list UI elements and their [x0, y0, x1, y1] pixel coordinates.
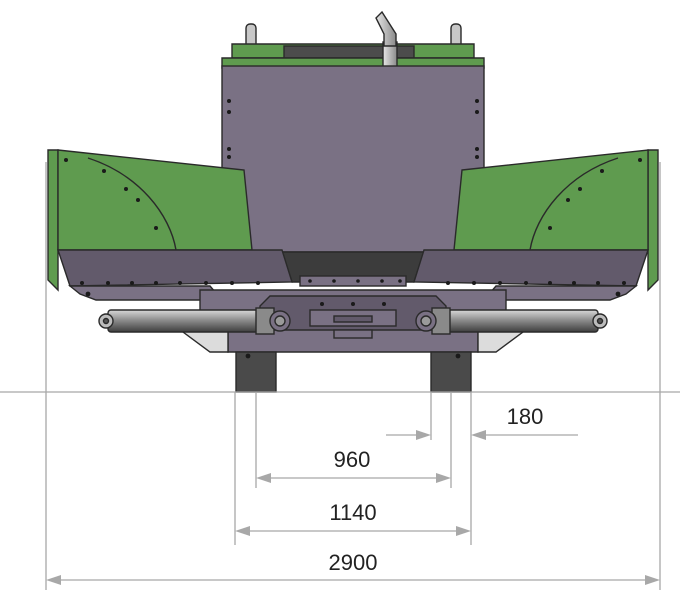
- dim-label-2900: 2900: [329, 550, 378, 575]
- left-hopper-wing: [47, 149, 293, 301]
- left-track: [235, 351, 277, 393]
- chassis-bolts: [320, 302, 386, 306]
- dimension-labels: 180 960 1140 2900: [329, 404, 544, 575]
- center-slot: [333, 315, 373, 323]
- right-cylinder: [431, 307, 608, 335]
- housing-bolts: [227, 99, 479, 159]
- cylinder-pivots: [269, 310, 437, 332]
- dim-label-960: 960: [334, 447, 371, 472]
- dim-label-180: 180: [507, 404, 544, 429]
- center-slot-lower: [333, 329, 373, 339]
- exhaust-pipe: [375, 10, 398, 69]
- machine: [47, 10, 659, 393]
- center-strip: [299, 275, 407, 287]
- right-track: [430, 351, 472, 393]
- left-cylinder: [98, 307, 275, 335]
- right-hopper-wing: [413, 149, 659, 301]
- top-posts: [245, 23, 462, 49]
- dimension-lines: [45, 162, 661, 590]
- dim-label-1140: 1140: [329, 500, 376, 525]
- engine-housing: [221, 65, 485, 253]
